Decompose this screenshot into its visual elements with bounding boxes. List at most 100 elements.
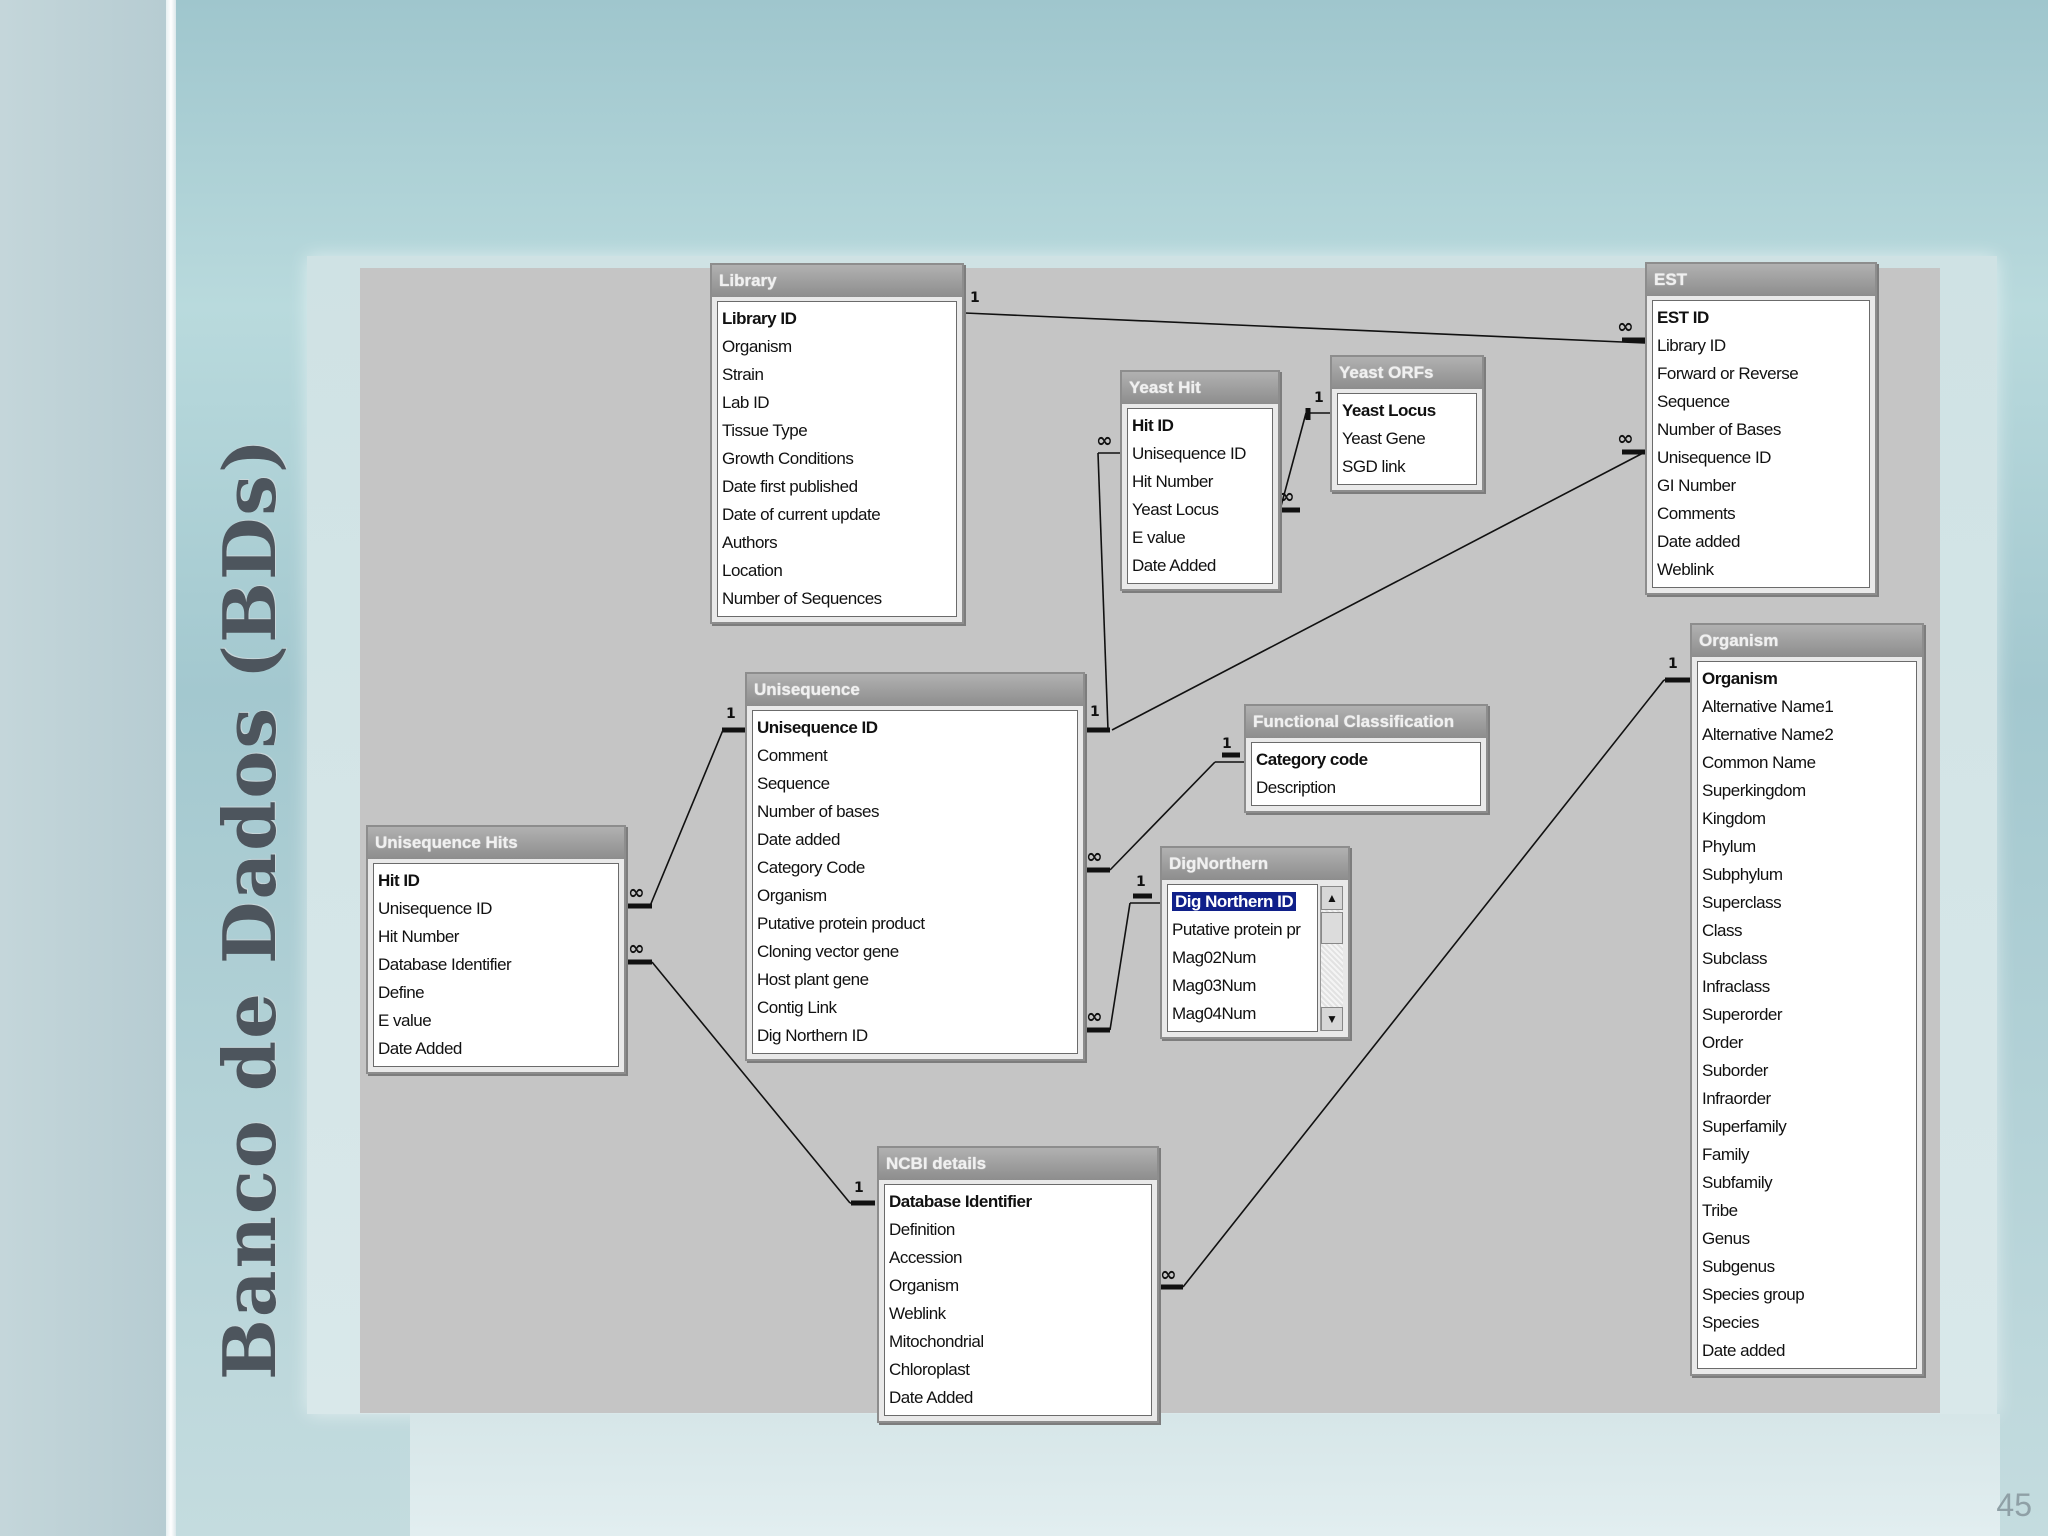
field-row[interactable]: Number of Bases <box>1653 416 1869 444</box>
field-row[interactable]: Comment <box>753 742 1077 770</box>
field-row[interactable]: Comments <box>1653 500 1869 528</box>
field-row[interactable]: Organism <box>718 333 956 361</box>
primary-key-field[interactable]: Hit ID <box>1128 412 1272 440</box>
field-row[interactable]: Number of bases <box>753 798 1077 826</box>
field-row[interactable]: Strain <box>718 361 956 389</box>
field-row[interactable]: Library ID <box>1653 332 1869 360</box>
field-row[interactable]: Date first published <box>718 473 956 501</box>
field-row[interactable]: Weblink <box>1653 556 1869 584</box>
scroll-up-icon[interactable]: ▲ <box>1321 886 1343 910</box>
table-title[interactable]: Organism <box>1692 625 1922 657</box>
field-row[interactable]: Unisequence ID <box>1128 440 1272 468</box>
field-row[interactable]: Chloroplast <box>885 1356 1151 1384</box>
field-row[interactable]: Superorder <box>1698 1001 1916 1029</box>
field-row[interactable]: Sequence <box>753 770 1077 798</box>
field-row[interactable]: Putative protein pr <box>1168 916 1317 944</box>
table-title[interactable]: DigNorthern <box>1162 848 1348 880</box>
field-row[interactable]: Date of current update <box>718 501 956 529</box>
scroll-thumb[interactable] <box>1321 912 1343 944</box>
primary-key-field[interactable]: Database Identifier <box>885 1188 1151 1216</box>
field-row[interactable]: Unisequence ID <box>1653 444 1869 472</box>
primary-key-field[interactable]: Library ID <box>718 305 956 333</box>
field-row[interactable]: SGD link <box>1338 453 1476 481</box>
field-row[interactable]: Class <box>1698 917 1916 945</box>
field-row[interactable]: GI Number <box>1653 472 1869 500</box>
field-row[interactable]: Date Added <box>885 1384 1151 1412</box>
field-row[interactable]: Growth Conditions <box>718 445 956 473</box>
field-row[interactable]: Definition <box>885 1216 1151 1244</box>
field-row[interactable]: Alternative Name2 <box>1698 721 1916 749</box>
field-row[interactable]: Organism <box>885 1272 1151 1300</box>
field-row[interactable]: Accession <box>885 1244 1151 1272</box>
field-row[interactable]: Date added <box>753 826 1077 854</box>
field-row[interactable]: Phylum <box>1698 833 1916 861</box>
field-row[interactable]: Organism <box>753 882 1077 910</box>
table-title[interactable]: EST <box>1647 264 1875 296</box>
field-row[interactable]: Superkingdom <box>1698 777 1916 805</box>
table-title[interactable]: Library <box>712 265 962 297</box>
primary-key-field[interactable]: Unisequence ID <box>753 714 1077 742</box>
field-row[interactable]: Subfamily <box>1698 1169 1916 1197</box>
field-row[interactable]: Alternative Name1 <box>1698 693 1916 721</box>
field-row[interactable]: Database Identifier <box>374 951 618 979</box>
field-row[interactable]: Description <box>1252 774 1480 802</box>
field-row[interactable]: Infraclass <box>1698 973 1916 1001</box>
field-row[interactable]: Date Added <box>374 1035 618 1063</box>
field-row[interactable]: Unisequence ID <box>374 895 618 923</box>
field-row[interactable]: Yeast Locus <box>1128 496 1272 524</box>
scrollbar[interactable]: ▲▼ <box>1320 886 1343 1031</box>
field-row[interactable]: Mag03Num <box>1168 972 1317 1000</box>
field-row[interactable]: Lab ID <box>718 389 956 417</box>
table-title[interactable]: NCBI details <box>879 1148 1157 1180</box>
primary-key-field[interactable]: Category code <box>1252 746 1480 774</box>
field-row[interactable]: Infraorder <box>1698 1085 1916 1113</box>
field-row[interactable]: Define <box>374 979 618 1007</box>
primary-key-field[interactable]: Hit ID <box>374 867 618 895</box>
primary-key-field[interactable]: EST ID <box>1653 304 1869 332</box>
field-row[interactable]: Genus <box>1698 1225 1916 1253</box>
primary-key-field[interactable]: Yeast Locus <box>1338 397 1476 425</box>
field-row[interactable]: Family <box>1698 1141 1916 1169</box>
field-row[interactable]: Hit Number <box>1128 468 1272 496</box>
field-row[interactable]: Contig Link <box>753 994 1077 1022</box>
field-row[interactable]: Yeast Gene <box>1338 425 1476 453</box>
field-row[interactable]: Host plant gene <box>753 966 1077 994</box>
field-row[interactable]: E value <box>374 1007 618 1035</box>
field-row[interactable]: Species group <box>1698 1281 1916 1309</box>
field-row[interactable]: E value <box>1128 524 1272 552</box>
field-row[interactable]: Category Code <box>753 854 1077 882</box>
field-row[interactable]: Number of Sequences <box>718 585 956 613</box>
field-row[interactable]: Date added <box>1653 528 1869 556</box>
field-row[interactable]: Order <box>1698 1029 1916 1057</box>
primary-key-field[interactable]: Dig Northern ID <box>1168 888 1317 916</box>
field-row[interactable]: Forward or Reverse <box>1653 360 1869 388</box>
field-row[interactable]: Subphylum <box>1698 861 1916 889</box>
field-row[interactable]: Cloning vector gene <box>753 938 1077 966</box>
field-row[interactable]: Superfamily <box>1698 1113 1916 1141</box>
table-title[interactable]: Yeast ORFs <box>1332 357 1482 389</box>
table-title[interactable]: Unisequence <box>747 674 1083 706</box>
field-row[interactable]: Species <box>1698 1309 1916 1337</box>
field-row[interactable]: Mag04Num <box>1168 1000 1317 1028</box>
field-row[interactable]: Location <box>718 557 956 585</box>
field-row[interactable]: Tissue Type <box>718 417 956 445</box>
field-row[interactable]: Mag02Num <box>1168 944 1317 972</box>
field-row[interactable]: Subclass <box>1698 945 1916 973</box>
field-row[interactable]: Subgenus <box>1698 1253 1916 1281</box>
scroll-down-icon[interactable]: ▼ <box>1321 1007 1343 1031</box>
field-row[interactable]: Superclass <box>1698 889 1916 917</box>
table-title[interactable]: Functional Classification <box>1246 706 1486 738</box>
primary-key-field[interactable]: Organism <box>1698 665 1916 693</box>
field-row[interactable]: Sequence <box>1653 388 1869 416</box>
field-row[interactable]: Dig Northern ID <box>753 1022 1077 1050</box>
table-title[interactable]: Unisequence Hits <box>368 827 624 859</box>
field-row[interactable]: Suborder <box>1698 1057 1916 1085</box>
table-title[interactable]: Yeast Hit <box>1122 372 1278 404</box>
